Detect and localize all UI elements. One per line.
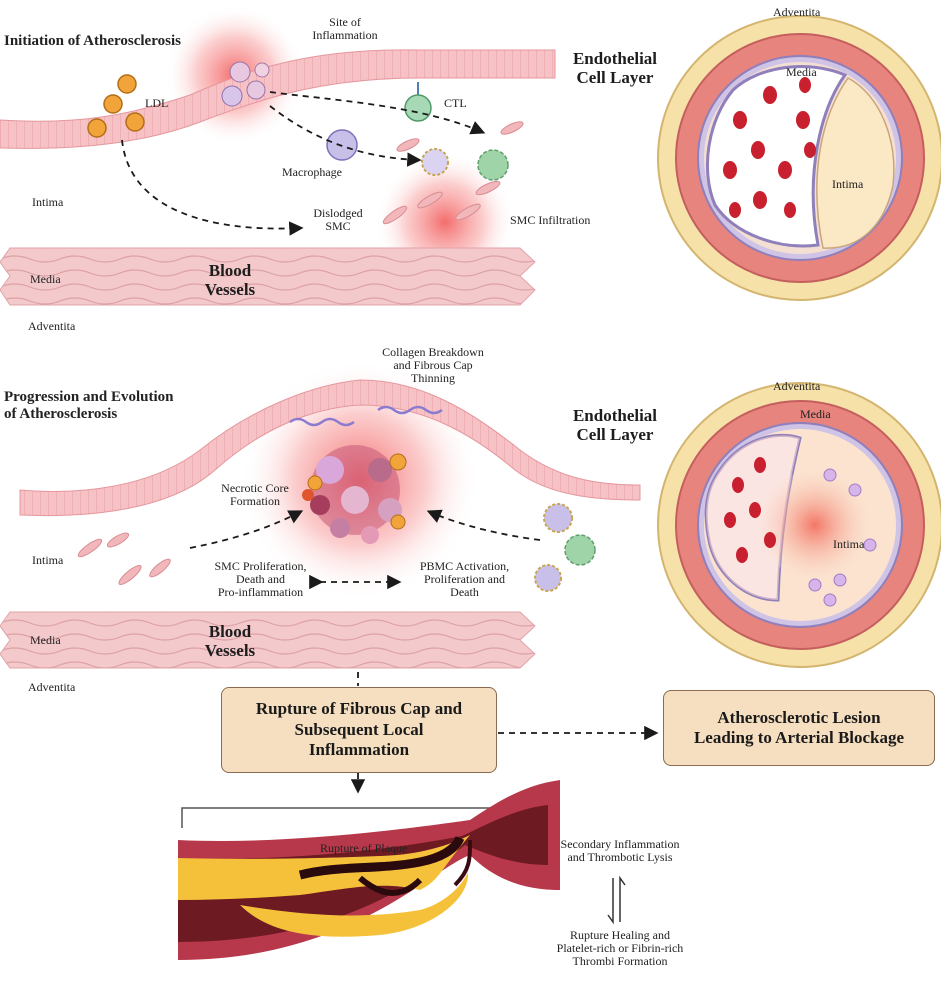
blood-vessels-label-1: Blood Vessels	[204, 261, 256, 299]
arrows-panel1	[121, 91, 486, 236]
media-label-1: Media	[30, 272, 61, 286]
blood-vessels-label-2: Blood Vessels	[204, 622, 256, 660]
intima-label-2: Intima	[32, 553, 64, 567]
endothelial-label-2: Endothelial Cell Layer	[572, 406, 658, 444]
cross-section-2	[657, 382, 941, 668]
collagen-label: Collagen Breakdown and Fibrous Cap Thinn…	[382, 345, 484, 386]
endothelial-label-1: Endothelial Cell Layer	[572, 49, 658, 87]
smc-cells-2	[77, 532, 171, 586]
lesion-box: Atherosclerotic Lesion Leading to Arteri…	[663, 690, 935, 766]
rupture-of-plaque-label: Rupture of Plaque	[320, 841, 408, 855]
cs2-intima-label: Intima	[833, 537, 865, 551]
ruptured-artery	[178, 780, 560, 960]
smc-cells	[382, 121, 524, 225]
rupture-box: Rupture of Fibrous Cap and Subsequent Lo…	[221, 687, 497, 773]
equilibrium-arrows	[607, 875, 626, 925]
collagen-fibers	[289, 405, 443, 427]
necrotic-core-label: Necrotic Core Formation	[221, 481, 289, 509]
secondary-inflammation-label: Secondary Inflammation and Thrombotic Ly…	[560, 837, 680, 865]
pbmc-label: PBMC Activation, Proliferation and Death	[419, 559, 510, 600]
ldl-particles	[87, 74, 145, 138]
media-band-2	[0, 611, 536, 669]
smc-infiltration-label: SMC Infiltration	[510, 213, 591, 227]
smc-proliferation-label: SMC Proliferation, Death and Pro-inflamm…	[214, 559, 307, 600]
cs2-adventita-label: Adventita	[773, 379, 821, 393]
necrotic-core	[302, 445, 407, 544]
ctl-label: CTL	[444, 96, 467, 110]
endothelial-layer-2	[19, 379, 641, 517]
ldl-label: LDL	[145, 96, 169, 110]
media-label-2: Media	[30, 633, 61, 647]
panel2-title: Progression and Evolution of Atheroscler…	[4, 389, 174, 422]
cross-section-1	[657, 15, 941, 301]
cs1-adventita-label: Adventita	[773, 5, 821, 19]
adventita-label-2: Adventita	[28, 680, 76, 694]
pbmc-cells	[534, 503, 596, 592]
adventita-label-1: Adventita	[28, 319, 76, 333]
inflammatory-cells	[221, 61, 270, 107]
panel1-title: Initiation of Atherosclerosis	[4, 33, 181, 49]
flow-arrows	[350, 672, 659, 794]
media-band	[0, 247, 536, 306]
dislodged-smc-label: Dislodged SMC	[313, 206, 363, 234]
intima-label-1: Intima	[32, 195, 64, 209]
activated-cell	[477, 149, 509, 181]
foam-cell	[421, 148, 449, 176]
site-of-inflammation-label: Site of Inflammation	[312, 15, 378, 43]
arrows-panel2	[189, 509, 541, 590]
rupture-healing-label: Rupture Healing and Platelet-rich or Fib…	[556, 928, 684, 969]
macrophage-label: Macrophage	[282, 165, 342, 179]
cs2-media-label: Media	[800, 407, 831, 421]
cs1-media-label: Media	[786, 65, 817, 79]
cs1-intima-label: Intima	[832, 177, 864, 191]
